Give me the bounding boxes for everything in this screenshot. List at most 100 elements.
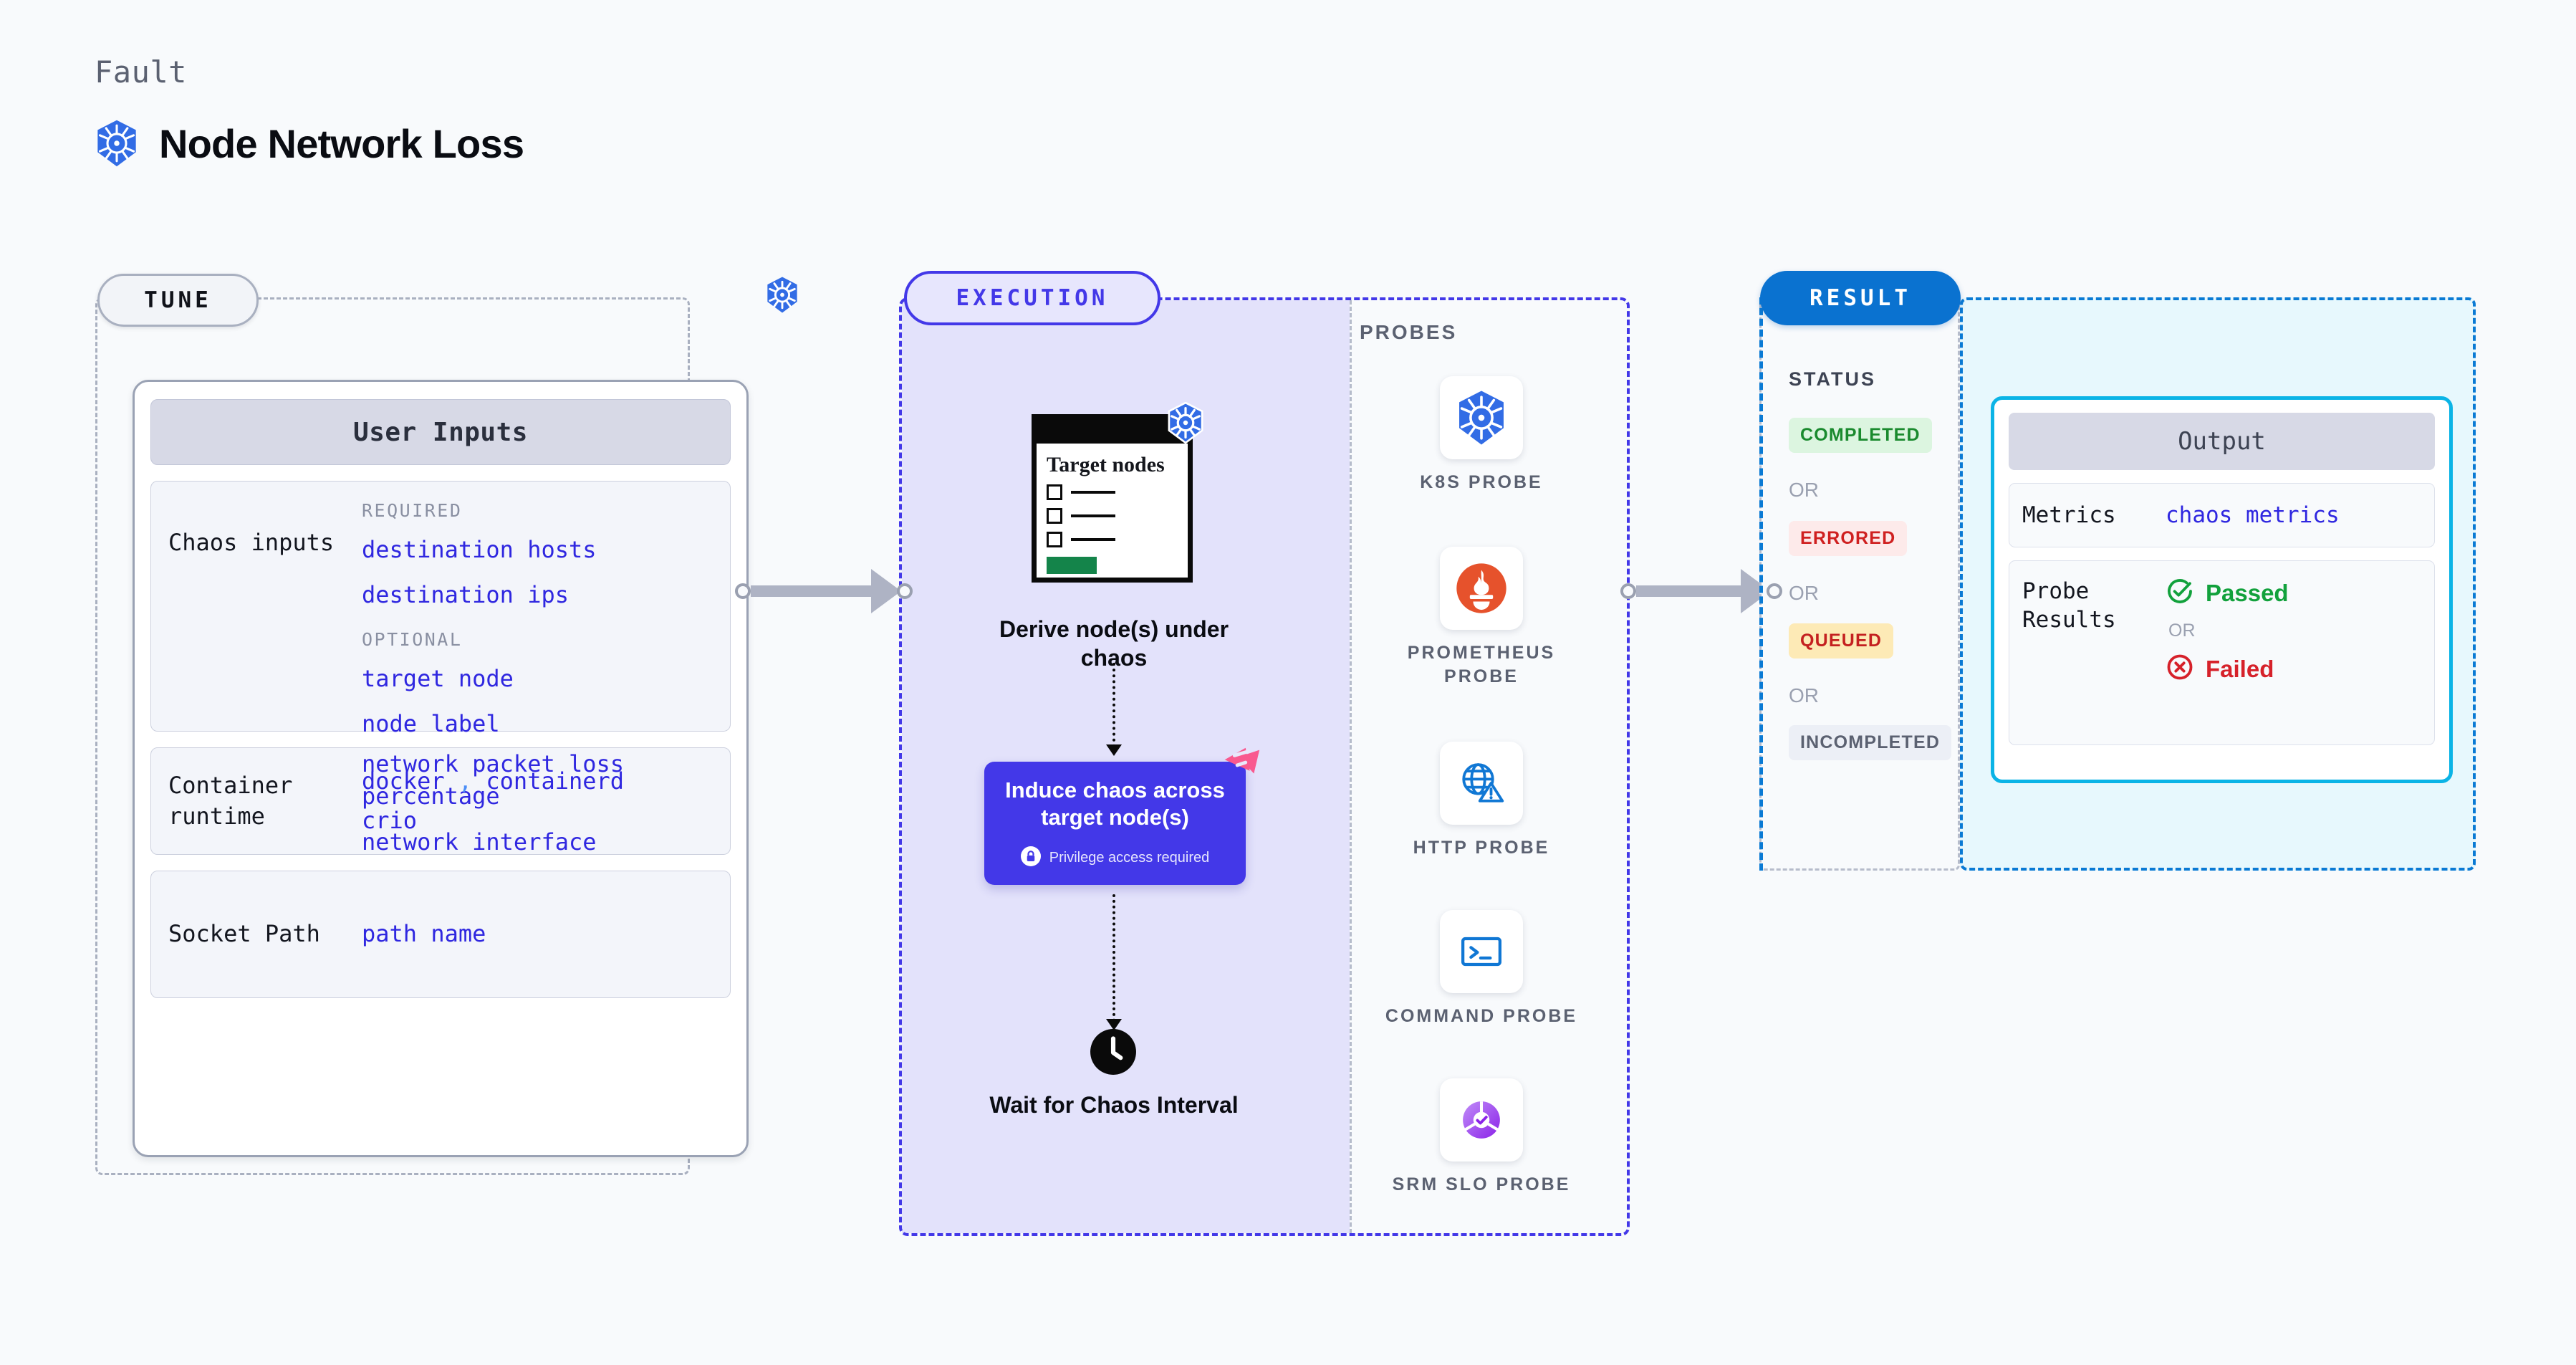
runtime-crio[interactable]: crio <box>362 807 418 834</box>
container-runtime-label: Container runtime <box>168 771 293 830</box>
probe-item-prometheus[interactable]: PROMETHEUS PROBE <box>1381 547 1582 688</box>
lock-icon <box>1020 846 1041 870</box>
status-or-1: OR <box>1789 479 1819 501</box>
induce-chaos-title: Induce chaos across target node(s) <box>1005 777 1225 830</box>
kubernetes-icon <box>1166 401 1205 447</box>
privilege-note: Privilege access required <box>1020 846 1210 870</box>
connector-ring-start <box>1620 583 1636 599</box>
probe-item-k8s[interactable]: K8S PROBE <box>1381 376 1582 494</box>
connector-bar <box>1636 585 1742 597</box>
step-caption-derive-nodes: Derive node(s) under chaos <box>999 616 1229 671</box>
checkbox-icon <box>1047 484 1062 500</box>
flow-arrow-2 <box>1112 894 1115 1022</box>
line-placeholder <box>1071 537 1115 541</box>
probe-item-command[interactable]: COMMAND PROBE <box>1381 910 1582 1028</box>
socket-path-value[interactable]: path name <box>362 920 486 948</box>
probe-label: COMMAND PROBE <box>1385 1006 1578 1026</box>
tune-pill-label: TUNE <box>97 274 259 327</box>
status-or-2: OR <box>1789 582 1819 604</box>
socket-path-section: Socket Path path name <box>150 871 731 998</box>
connector-execution-to-result <box>1620 569 1782 613</box>
input-target-node[interactable]: target node <box>362 664 514 692</box>
page-title: Node Network Loss <box>95 119 524 168</box>
connector-tune-to-execution <box>735 569 913 613</box>
prometheus-icon <box>1440 547 1523 630</box>
flow-arrowhead-1 <box>1106 744 1122 756</box>
passed-label: Passed <box>2206 579 2289 606</box>
checkbox-icon <box>1047 531 1062 547</box>
required-tag: REQUIRED <box>362 500 463 521</box>
probes-divider <box>1350 300 1352 1233</box>
runtime-docker[interactable]: docker <box>362 767 445 795</box>
execution-panel <box>899 297 1630 1236</box>
terminal-icon <box>1440 910 1523 993</box>
probe-label: K8S PROBE <box>1420 472 1543 492</box>
input-network-packet-loss-percentage[interactable]: network packet loss percentage <box>362 749 625 810</box>
connector-ring-start <box>735 583 751 599</box>
user-inputs-header: User Inputs <box>150 399 731 465</box>
status-title: STATUS <box>1789 368 1876 390</box>
flow-arrow-1 <box>1112 663 1115 747</box>
step-caption-wait-interval: Wait for Chaos Interval <box>989 1092 1239 1118</box>
execution-pill-label: EXECUTION <box>904 271 1160 325</box>
probe-item-http[interactable]: HTTP PROBE <box>1381 742 1582 860</box>
induce-chaos-step: Induce chaos across target node(s) Privi… <box>984 762 1246 885</box>
clock-icon <box>1090 1028 1137 1079</box>
metrics-value[interactable]: chaos metrics <box>2166 502 2340 528</box>
flow-arrowhead-2 <box>1106 1019 1122 1030</box>
failed-label: Failed <box>2206 655 2274 682</box>
fault-kicker: Fault <box>95 54 187 90</box>
privilege-note-text: Privilege access required <box>1049 849 1210 866</box>
input-destination-hosts[interactable]: destination hosts <box>362 536 597 563</box>
litmus-chaos-icon <box>1218 742 1262 790</box>
chaos-inputs-label: Chaos inputs <box>168 529 335 556</box>
container-runtime-section: Container runtime docker , containerd cr… <box>150 747 731 855</box>
connector-arrowhead <box>871 569 901 613</box>
line-placeholder <box>1071 514 1115 517</box>
output-metrics-row: Metrics chaos metrics <box>2009 483 2435 547</box>
target-nodes-card-title: Target nodes <box>1047 453 1165 476</box>
status-badge-queued: QUEUED <box>1789 623 1894 658</box>
line-placeholder <box>1071 490 1115 494</box>
checklist-row <box>1047 484 1178 500</box>
output-card: Output Metrics chaos metrics Probe Resul… <box>1991 396 2453 783</box>
probe-label: PROMETHEUS PROBE <box>1407 643 1556 686</box>
optional-tag: OPTIONAL <box>362 628 463 650</box>
user-inputs-card: User Inputs Chaos inputs REQUIRED destin… <box>133 380 749 1157</box>
slo-gauge-icon <box>1440 1078 1523 1162</box>
probe-result-or: OR <box>2168 621 2196 641</box>
globe-warning-icon <box>1440 742 1523 825</box>
probe-label: SRM SLO PROBE <box>1392 1174 1571 1194</box>
input-node-label[interactable]: node label <box>362 710 500 738</box>
probe-results-label: Probe Results <box>2022 578 2116 633</box>
chaos-inputs-section: Chaos inputs REQUIRED destination hosts … <box>150 481 731 856</box>
checkbox-icon <box>1047 507 1062 524</box>
connector-bar <box>751 585 873 597</box>
metrics-label: Metrics <box>2022 502 2116 528</box>
runtime-separator: , <box>458 767 473 795</box>
page-title-text: Node Network Loss <box>159 120 524 166</box>
result-pill-label: RESULT <box>1760 271 1961 325</box>
status-badge-completed: COMPLETED <box>1789 418 1932 453</box>
checklist-row <box>1047 507 1178 524</box>
kubernetes-icon <box>1440 376 1523 459</box>
input-destination-ips[interactable]: destination ips <box>362 581 569 609</box>
probe-result-passed: Passed <box>2166 577 2289 609</box>
probe-label: HTTP PROBE <box>1413 838 1550 858</box>
status-badge-errored: ERRORED <box>1789 521 1908 556</box>
result-panel-left-edge <box>1759 297 1763 871</box>
probe-item-srm-slo[interactable]: SRM SLO PROBE <box>1381 1078 1582 1197</box>
connector-ring-end <box>1767 583 1782 599</box>
green-bar-indicator <box>1047 556 1097 574</box>
status-badge-incompleted: INCOMPLETED <box>1789 725 1952 760</box>
target-nodes-card-icon: Target nodes <box>1032 414 1193 583</box>
probe-result-failed: Failed <box>2166 653 2289 685</box>
x-circle-icon <box>2166 653 2194 685</box>
runtime-containerd[interactable]: containerd <box>486 767 625 795</box>
check-circle-icon <box>2166 577 2194 609</box>
output-probe-results-row: Probe Results Passed OR <box>2009 560 2435 745</box>
status-or-3: OR <box>1789 684 1819 707</box>
input-network-interface[interactable]: network interface <box>362 828 597 856</box>
card-titlebar <box>1037 419 1188 444</box>
